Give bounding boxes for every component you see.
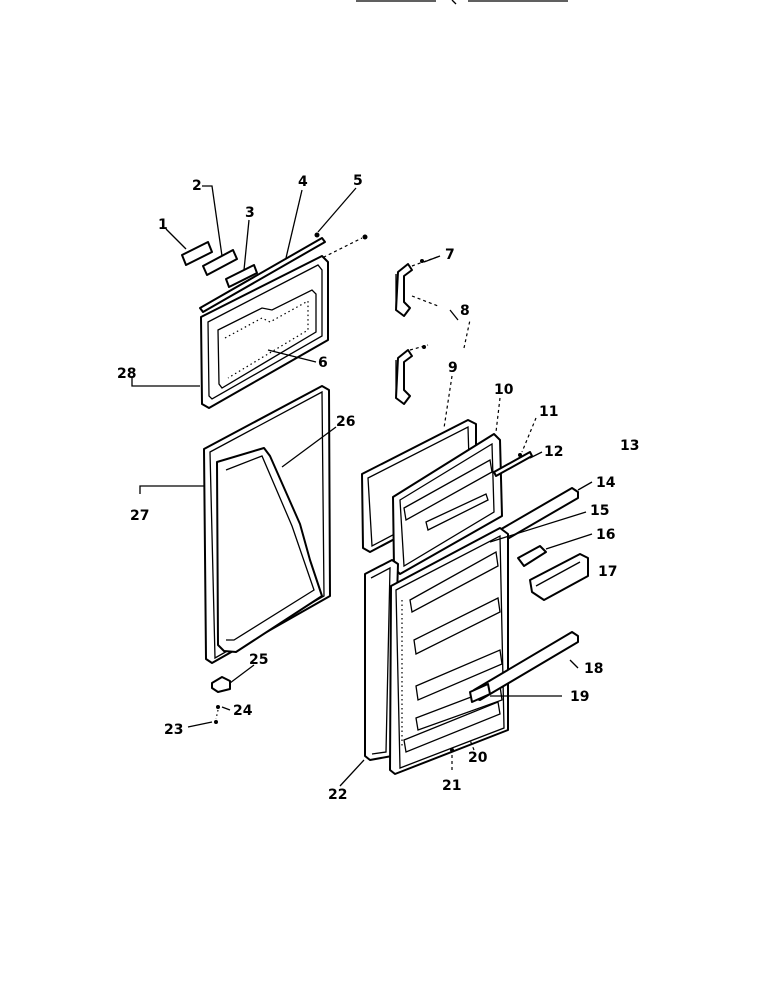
part-8-lower-handle (395, 349, 413, 405)
leader-lines (131, 185, 593, 787)
label-7: 7 (445, 247, 455, 263)
freezer-door-inner-frame (207, 264, 323, 400)
part-5-screw (314, 232, 368, 261)
label-23: 23 (164, 722, 183, 738)
part-19-rail-cap (469, 683, 491, 703)
part-24-washer (216, 705, 220, 709)
label-11: 11 (539, 404, 558, 420)
label-18: 18 (584, 661, 603, 677)
label-28: 28 (117, 366, 136, 382)
part-23-pin (214, 720, 218, 724)
part-labels: 1 2 3 4 5 6 7 8 9 10 11 12 13 14 15 16 1… (117, 173, 639, 803)
fresh-food-inner-door (364, 527, 579, 775)
label-24: 24 (233, 703, 253, 719)
part-12-shelf-rod (493, 451, 533, 477)
part-20-door-liner (389, 527, 509, 775)
part-25-hinge (211, 676, 231, 693)
label-10: 10 (494, 382, 514, 398)
part-4-trim-strip (199, 237, 326, 313)
part-27-door-inner (209, 390, 325, 660)
label-22: 22 (328, 787, 347, 803)
label-1: 1 (158, 217, 168, 233)
label-3: 3 (245, 205, 255, 221)
part-21-screw (450, 748, 454, 752)
label-17: 17 (598, 564, 617, 580)
label-6: 6 (318, 355, 328, 371)
label-4: 4 (298, 174, 308, 190)
label-26: 26 (336, 414, 355, 430)
door-handles (395, 255, 441, 405)
label-27: 27 (130, 508, 149, 524)
label-15: 15 (590, 503, 609, 519)
label-8: 8 (460, 303, 470, 319)
label-14: 14 (596, 475, 616, 491)
part-2-nameplate (202, 249, 238, 276)
label-5: 5 (353, 173, 363, 189)
fresh-food-door-assembly (203, 385, 331, 724)
label-16: 16 (596, 527, 615, 543)
label-9: 9 (448, 360, 458, 376)
label-19: 19 (570, 689, 589, 705)
header-rules (356, 0, 568, 5)
label-2: 2 (192, 178, 202, 194)
part-17-dairy-bin (529, 553, 589, 601)
part-1-nameplate (181, 241, 213, 266)
label-12: 12 (544, 444, 563, 460)
label-20: 20 (468, 750, 488, 766)
label-25: 25 (249, 652, 268, 668)
label-13: 13 (620, 438, 639, 454)
freezer-door-assembly (181, 232, 368, 409)
label-21: 21 (442, 778, 461, 794)
part-6-liner (217, 289, 317, 389)
part-16-dairy-cover (517, 545, 547, 567)
freezer-door-outer (200, 255, 329, 409)
part-8-upper-handle (395, 263, 413, 317)
